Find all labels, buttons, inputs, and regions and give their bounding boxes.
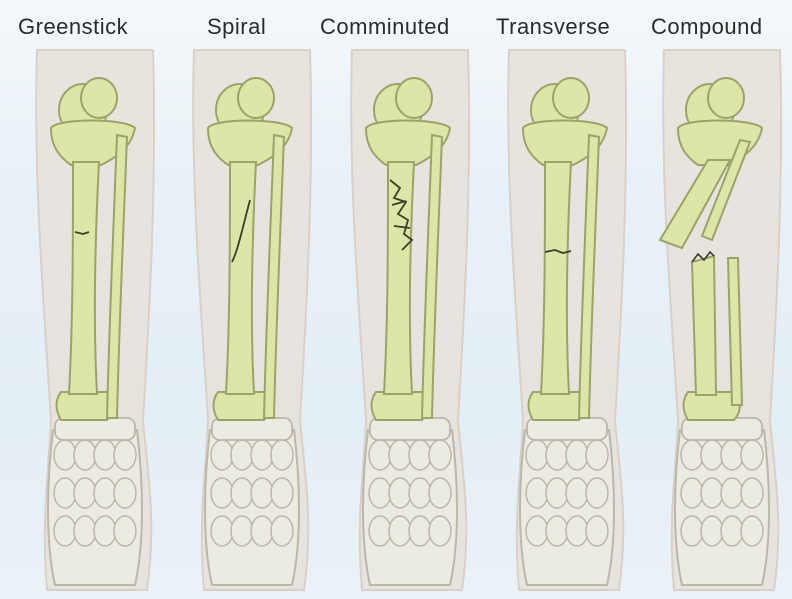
foot-bone-segment <box>74 516 96 546</box>
foot-bone-segment <box>389 440 411 470</box>
ankle-bone <box>212 418 292 440</box>
leg-greenstick <box>36 50 154 590</box>
leg-transverse <box>508 50 626 590</box>
foot-bone-segment <box>54 478 76 508</box>
foot-bone-segment <box>369 516 391 546</box>
foot-bone-segment <box>231 478 253 508</box>
foot-bones <box>205 418 299 585</box>
foot-bone-segment <box>741 516 763 546</box>
foot-bone-segment <box>721 516 743 546</box>
foot-bone-segment <box>74 478 96 508</box>
tibia-lower-fragment <box>692 256 716 395</box>
foot-bone-segment <box>429 516 451 546</box>
foot-bone-segment <box>211 478 233 508</box>
foot-bone-segment <box>271 516 293 546</box>
tibia-distal-end <box>57 392 113 420</box>
foot-bone-segment <box>409 440 431 470</box>
foot-bone-segment <box>721 478 743 508</box>
foot-bone-segment <box>566 440 588 470</box>
foot-bone-segment <box>211 516 233 546</box>
foot-bone-segment <box>741 478 763 508</box>
foot-bone-segment <box>94 516 116 546</box>
foot-bone-segment <box>721 440 743 470</box>
foot-bone-segment <box>741 440 763 470</box>
foot-bone-segment <box>566 516 588 546</box>
patella <box>396 78 432 118</box>
tibia-distal-end <box>214 392 270 420</box>
foot-bone-segment <box>114 516 136 546</box>
foot-bone-segment <box>681 440 703 470</box>
tibia-shaft <box>226 162 256 394</box>
ankle-bone <box>682 418 762 440</box>
leg-spiral <box>193 50 311 590</box>
foot-bones <box>520 418 614 585</box>
tibia-shaft <box>69 162 99 394</box>
foot-bone-segment <box>586 440 608 470</box>
patella <box>553 78 589 118</box>
foot-bone-segment <box>389 516 411 546</box>
foot-bone-segment <box>251 516 273 546</box>
foot-bone-segment <box>566 478 588 508</box>
foot-bone-segment <box>54 516 76 546</box>
foot-bone-segment <box>369 478 391 508</box>
leg-compound <box>660 50 781 590</box>
ankle-bone <box>370 418 450 440</box>
foot-bone-segment <box>409 516 431 546</box>
patella <box>81 78 117 118</box>
foot-bones <box>675 418 769 585</box>
foot-bone-segment <box>681 478 703 508</box>
tibia-distal-end <box>529 392 585 420</box>
foot-bone-segment <box>526 440 548 470</box>
foot-bone-segment <box>429 440 451 470</box>
foot-bone-segment <box>701 516 723 546</box>
foot-bone-segment <box>546 516 568 546</box>
foot-bone-segment <box>681 516 703 546</box>
foot-bone-segment <box>74 440 96 470</box>
leg-comminuted <box>351 50 469 590</box>
foot-bone-segment <box>546 440 568 470</box>
foot-bone-segment <box>526 478 548 508</box>
foot-bone-segment <box>114 440 136 470</box>
patella <box>708 78 744 118</box>
foot-bone-segment <box>369 440 391 470</box>
tibia-shaft <box>541 162 571 394</box>
foot-bone-segment <box>211 440 233 470</box>
foot-bone-segment <box>54 440 76 470</box>
foot-bone-segment <box>114 478 136 508</box>
patella <box>238 78 274 118</box>
tibia-distal-end <box>372 392 428 420</box>
foot-bone-segment <box>526 516 548 546</box>
foot-bone-segment <box>94 478 116 508</box>
foot-bones <box>363 418 457 585</box>
foot-bone-segment <box>586 478 608 508</box>
foot-bone-segment <box>586 516 608 546</box>
foot-bone-segment <box>94 440 116 470</box>
foot-bones <box>48 418 142 585</box>
foot-bone-segment <box>389 478 411 508</box>
foot-bone-segment <box>271 440 293 470</box>
foot-bone-segment <box>231 516 253 546</box>
foot-bone-segment <box>409 478 431 508</box>
foot-bone-segment <box>251 478 273 508</box>
foot-bone-segment <box>546 478 568 508</box>
foot-bone-segment <box>429 478 451 508</box>
ankle-bone <box>55 418 135 440</box>
foot-bone-segment <box>231 440 253 470</box>
foot-bone-segment <box>271 478 293 508</box>
foot-bone-segment <box>701 440 723 470</box>
foot-bone-segment <box>701 478 723 508</box>
foot-bone-segment <box>251 440 273 470</box>
ankle-bone <box>527 418 607 440</box>
tibia-shaft <box>384 162 414 394</box>
